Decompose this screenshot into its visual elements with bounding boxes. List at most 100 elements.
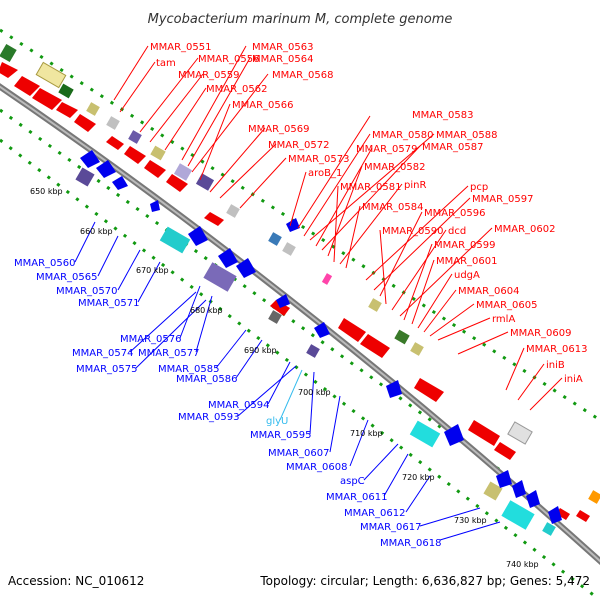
gene-label: MMAR_0556 bbox=[198, 54, 260, 65]
gene-label: MMAR_0618 bbox=[380, 538, 442, 549]
gene-label: pinR bbox=[404, 180, 426, 191]
gene-label: MMAR_0609 bbox=[510, 328, 572, 339]
gene-arrow bbox=[144, 160, 166, 178]
kbp-label: 690 kbp bbox=[244, 346, 277, 355]
gene-label: MMAR_0576 bbox=[120, 334, 182, 345]
gene-arrow bbox=[166, 174, 188, 192]
gene-label: MMAR_0599 bbox=[434, 240, 496, 251]
gene-label: MMAR_0605 bbox=[476, 300, 538, 311]
gene-arrow bbox=[468, 420, 500, 446]
gene-label: MMAR_0568 bbox=[272, 70, 334, 81]
gene-arrow bbox=[150, 200, 160, 212]
gene-label: aroB_1 bbox=[308, 168, 342, 179]
gene-label: MMAR_0559 bbox=[178, 70, 240, 81]
gene-label: MMAR_0597 bbox=[472, 194, 534, 205]
gene-label: MMAR_0560 bbox=[14, 258, 76, 269]
kbp-label: 660 kbp bbox=[80, 227, 113, 236]
gene-arrow bbox=[496, 470, 512, 488]
gene-label: MMAR_0604 bbox=[458, 286, 520, 297]
gene-arrow bbox=[218, 248, 238, 268]
gene-arrow bbox=[276, 294, 290, 308]
gene-label: MMAR_0583 bbox=[412, 110, 474, 121]
gene-arrow bbox=[338, 318, 366, 342]
gene-label: MMAR_0586 bbox=[176, 374, 238, 385]
gene-arrow bbox=[96, 160, 116, 178]
forward-gene-labels: MMAR_0551 tam MMAR_0556 MMAR_0559 MMAR_0… bbox=[150, 42, 588, 385]
kbp-label: 720 kbp bbox=[402, 473, 435, 482]
gene-arrow bbox=[74, 114, 96, 132]
kbp-label: 710 kbp bbox=[350, 429, 383, 438]
gene-label: MMAR_0593 bbox=[178, 412, 240, 423]
forward-genes bbox=[0, 62, 590, 522]
label-leaders-forward bbox=[113, 45, 563, 411]
gene-label: MMAR_0617 bbox=[360, 522, 422, 533]
reverse-gene-labels: MMAR_0560 MMAR_0565 MMAR_0570 MMAR_0571 … bbox=[14, 258, 442, 549]
gene-label: pcp bbox=[470, 182, 488, 193]
gene-label: iniA bbox=[564, 374, 583, 385]
gene-label: MMAR_0595 bbox=[250, 430, 312, 441]
kbp-label: 680 kbp bbox=[190, 306, 223, 315]
gene-label: tam bbox=[156, 58, 176, 69]
gene-label: MMAR_0569 bbox=[248, 124, 310, 135]
gene-arrow bbox=[236, 258, 256, 278]
gene-arrow bbox=[360, 334, 390, 358]
gene-arrow bbox=[548, 506, 562, 524]
gene-arrow bbox=[80, 150, 100, 168]
gene-label: MMAR_0579 bbox=[356, 144, 418, 155]
map-title: Mycobacterium marinum M, complete genome bbox=[148, 12, 453, 27]
kbp-label: 650 kbp bbox=[30, 187, 63, 196]
gene-label: rmlA bbox=[492, 314, 515, 325]
gene-label: MMAR_0612 bbox=[344, 508, 406, 519]
gene-label: aspC bbox=[340, 476, 365, 487]
gene-label: MMAR_0613 bbox=[526, 344, 588, 355]
topology-text: Topology: circular; Length: 6,636,827 bp… bbox=[259, 574, 590, 588]
gene-label: MMAR_0594 bbox=[208, 400, 270, 411]
gene-label: udgA bbox=[454, 270, 480, 281]
label-leaders-reverse bbox=[74, 221, 501, 541]
gene-arrow bbox=[526, 490, 540, 508]
gene-label: MMAR_0562 bbox=[206, 84, 268, 95]
gene-label: MMAR_0585 bbox=[158, 364, 220, 375]
gene-arrow bbox=[414, 378, 444, 402]
gene-label: MMAR_0590 bbox=[382, 226, 444, 237]
gene-arrow bbox=[124, 146, 146, 164]
kbp-label: 700 kbp bbox=[298, 388, 331, 397]
gene-label: MMAR_0575 bbox=[76, 364, 138, 375]
gene-label: MMAR_0587 bbox=[422, 142, 484, 153]
kbp-label: 730 kbp bbox=[454, 516, 487, 525]
gene-arrow bbox=[386, 380, 402, 398]
gene-arrow bbox=[314, 322, 330, 338]
gene-label-trna: glyU bbox=[266, 416, 288, 427]
gene-label: MMAR_0566 bbox=[232, 100, 294, 111]
gene-label: MMAR_0611 bbox=[326, 492, 388, 503]
kbp-label: 670 kbp bbox=[136, 266, 169, 275]
gene-arrow bbox=[0, 62, 18, 78]
gene-arrow bbox=[444, 424, 464, 446]
gene-arrow bbox=[188, 226, 208, 246]
kbp-label: 740 kbp bbox=[506, 560, 539, 569]
accession-text: Accession: NC_010612 bbox=[8, 574, 144, 588]
gene-label: MMAR_0565 bbox=[36, 272, 98, 283]
gene-arrow bbox=[112, 176, 128, 190]
gene-label: MMAR_0601 bbox=[436, 256, 498, 267]
gene-arrow bbox=[494, 442, 516, 460]
gene-label: MMAR_0608 bbox=[286, 462, 348, 473]
gene-label: MMAR_0580 bbox=[372, 130, 434, 141]
gene-label: MMAR_0551 bbox=[150, 42, 212, 53]
gene-arrow bbox=[286, 218, 300, 232]
gene-arrow bbox=[204, 212, 224, 226]
gene-arrow bbox=[512, 480, 526, 498]
gene-label: MMAR_0571 bbox=[78, 298, 140, 309]
gene-label: MMAR_0574 bbox=[72, 348, 134, 359]
gene-arrow bbox=[556, 508, 570, 520]
gene-label: MMAR_0607 bbox=[268, 448, 330, 459]
gene-label: iniB bbox=[546, 360, 565, 371]
gene-arrow bbox=[56, 102, 78, 118]
gene-arrow bbox=[32, 88, 62, 110]
kbp-markers: 650 kbp 660 kbp 670 kbp 680 kbp 690 kbp … bbox=[30, 187, 539, 569]
gene-arrow bbox=[106, 136, 124, 150]
gene-label: MMAR_0602 bbox=[494, 224, 556, 235]
gene-label: MMAR_0577 bbox=[138, 348, 200, 359]
